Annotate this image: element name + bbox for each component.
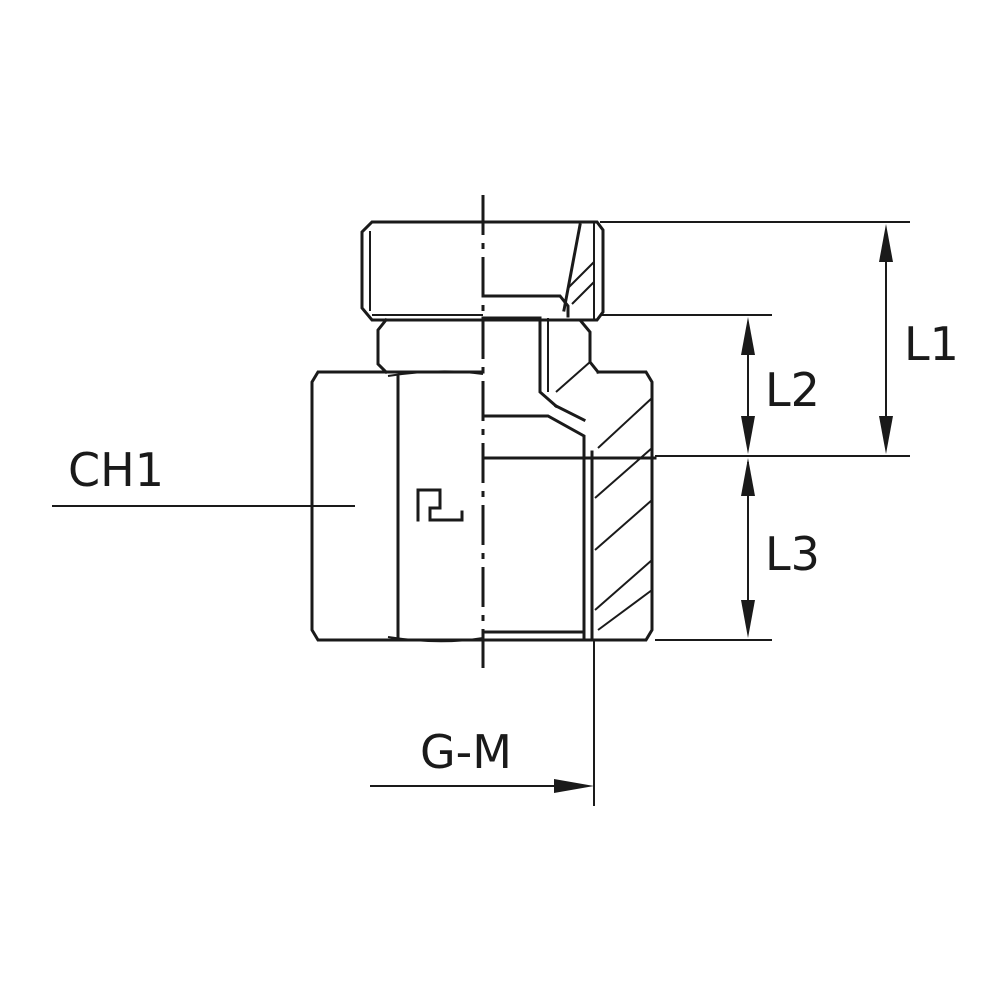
dimension-l1 bbox=[879, 224, 893, 454]
neck-left bbox=[376, 317, 485, 375]
label-l1: L1 bbox=[904, 317, 959, 371]
hex-body-right bbox=[481, 370, 657, 642]
label-gm: G-M bbox=[420, 725, 512, 779]
label-l2: L2 bbox=[765, 363, 820, 417]
dimension-l2 bbox=[741, 317, 755, 454]
neck-right bbox=[481, 316, 601, 409]
label-ch1: CH1 bbox=[68, 443, 164, 497]
label-l3: L3 bbox=[765, 527, 820, 581]
extension-lines bbox=[593, 221, 910, 806]
male-thread-left bbox=[360, 220, 485, 322]
male-thread-right bbox=[481, 220, 605, 322]
manufacturer-logo-icon bbox=[416, 488, 464, 522]
dimension-l3 bbox=[741, 458, 755, 638]
gm-leader-arrow bbox=[370, 779, 594, 793]
